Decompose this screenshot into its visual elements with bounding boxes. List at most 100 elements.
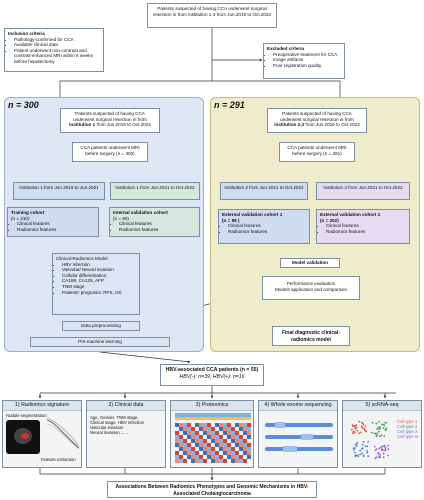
heatmap-cell [231, 447, 235, 451]
heatmap-cell [227, 435, 231, 439]
cell-dot [379, 435, 381, 438]
heatmap-cell [211, 443, 215, 447]
cell-dot [361, 427, 364, 429]
heatmap-cell [175, 447, 179, 451]
heatmap-cell [175, 443, 179, 447]
heatmap-cell [227, 443, 231, 447]
heatmap-cell [199, 455, 203, 459]
cell-dot [385, 427, 388, 429]
clinical-data-line: Age, Gender, TNM stage, [90, 415, 139, 420]
heatmap-cell [175, 435, 179, 439]
cell-dot [375, 435, 378, 438]
heatmap-cell [231, 435, 235, 439]
cell-type-legend-item: Cell type N [397, 434, 419, 439]
heatmap-cell [235, 427, 239, 431]
external-1-feature-item: Clinical features [228, 223, 306, 229]
heatmap-cell [199, 447, 203, 451]
heatmap-cell [187, 427, 191, 431]
heatmap-cell [243, 431, 247, 435]
data-preprocessing-text: Data preprocessing [81, 323, 121, 328]
left-patients-dates: from Jun.2019 to Oct.2022 [95, 122, 151, 128]
cell-dot [379, 426, 381, 429]
hbv-subtitle: HBV(-): n=39, HBV(+): n=16 [179, 374, 245, 380]
heatmap-cell [235, 439, 239, 443]
heatmap-cell [211, 427, 215, 431]
mri-scan-image [6, 420, 40, 454]
external-validation-2-list: Clinical features Radiomics features [320, 223, 406, 234]
cell-dot [366, 445, 369, 448]
left-n-label: n = 300 [8, 100, 39, 110]
heatmap-cell [235, 443, 239, 447]
cell-dot [383, 435, 386, 438]
heatmap-cell [175, 427, 179, 431]
proteomics-title: 3) Proteomics [171, 401, 253, 411]
heatmap-cell [183, 447, 187, 451]
scrna-cluster-plot [350, 420, 390, 460]
internal-feature-item: Clinical features [119, 221, 196, 227]
hbv-title: HBV-associated CCA patients (n = 55) [165, 367, 259, 373]
heatmap-cell [219, 431, 223, 435]
heatmap-cell [243, 435, 247, 439]
model-item: TNM stage [62, 284, 136, 290]
heatmap-cell [187, 459, 191, 463]
heatmap-cell [203, 443, 207, 447]
cell-dot [366, 449, 369, 452]
heatmap-cell [223, 459, 227, 463]
cell-type-legend-item: Cell type 2 [397, 424, 418, 429]
heatmap-cell [199, 443, 203, 447]
cell-dot [384, 447, 387, 450]
heatmap-cell [191, 459, 195, 463]
cell-dot [379, 428, 381, 430]
model-validation-text: Model validation [292, 260, 328, 265]
feature-extraction-label: Feature extraction [41, 457, 76, 462]
whole-exome-section: 4) Whole exome sequencing [258, 400, 338, 468]
training-feature-item: Radiomics features [17, 227, 95, 233]
heatmap-cell [207, 455, 211, 459]
heatmap-cell [227, 439, 231, 443]
heatmap-cell [243, 459, 247, 463]
cell-dot [362, 455, 365, 458]
cell-dot [360, 425, 363, 427]
heatmap-cell [211, 447, 215, 451]
inclusion-item: Available clinical data [14, 42, 100, 48]
cell-dot [382, 452, 385, 455]
cell-dot [364, 445, 367, 448]
heatmap-cell [179, 443, 183, 447]
heatmap-cell [219, 439, 223, 443]
heatmap-cell [203, 455, 207, 459]
heatmap-cell [187, 431, 191, 435]
heatmap-cell [207, 443, 211, 447]
external-1-feature-item: Radiomics features [228, 229, 306, 235]
heatmap-cell [223, 447, 227, 451]
left-patients-box: Patients suspected of having CCA underwe… [60, 108, 160, 133]
heatmap-cell [211, 459, 215, 463]
clinical-data-title: 2) Clinical data [87, 401, 165, 411]
heatmap-cell [199, 423, 203, 427]
heatmap-cell [239, 431, 243, 435]
heatmap-cell [247, 423, 251, 427]
heatmap-cell [183, 423, 187, 427]
heatmap-cell [175, 423, 179, 427]
heatmap-cell [235, 451, 239, 455]
heatmap-cell [219, 427, 223, 431]
heatmap-cell [207, 423, 211, 427]
hbv-patients-box: HBV-associated CCA patients (n = 55) HBV… [160, 364, 264, 386]
top-patients-box: Patients suspected of having CCA underwe… [147, 3, 277, 28]
heatmap-cell [179, 439, 183, 443]
heatmap-cell [203, 435, 207, 439]
nodule-segmentation-label: Nodule segmentation [6, 413, 47, 418]
heatmap-cell [223, 431, 227, 435]
internal-validation-list: Clinical features Radiomics features [113, 221, 196, 232]
heatmap-cell [211, 439, 215, 443]
exclusion-item: Image artifacts [273, 57, 341, 63]
heatmap-cell [247, 431, 251, 435]
cell-dot [359, 431, 362, 434]
cell-dot [373, 432, 376, 435]
external-validation-2-title: External validation cohort 2 [320, 212, 381, 217]
heatmap-cell [183, 451, 187, 455]
heatmap-cell [203, 459, 207, 463]
clinical-data-line: Vascular invasion [90, 425, 124, 430]
heatmap-cell [239, 447, 243, 451]
heatmap-cell [223, 451, 227, 455]
heatmap-cell [219, 443, 223, 447]
